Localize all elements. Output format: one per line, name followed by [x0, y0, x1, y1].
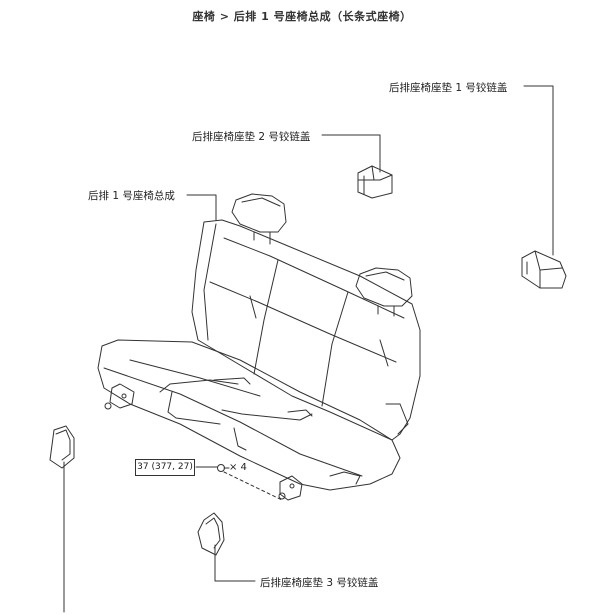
torque-spec-box: 37 (377, 27): [135, 459, 195, 476]
label-seat-assembly: 后排 1 号座椅总成: [88, 190, 175, 202]
seat-bracket-left: [104, 383, 135, 410]
seat-cushion: [97, 339, 401, 491]
hinge-cover-1-part: [521, 250, 567, 289]
bolt: [217, 464, 230, 472]
seat-back: [191, 219, 421, 441]
breadcrumb: 座椅 > 后排 1 号座椅总成（长条式座椅）: [192, 10, 412, 23]
bolt-quantity: × 4: [229, 462, 247, 473]
label-hinge-cover-3: 后排座椅座垫 3 号铰链盖: [260, 577, 379, 589]
label-hinge-cover-2: 后排座椅座垫 2 号铰链盖: [192, 131, 311, 143]
label-hinge-cover-1: 后排座椅座垫 1 号铰链盖: [389, 82, 508, 94]
hinge-cover-left-part: [49, 425, 75, 469]
headrest-right: [355, 267, 413, 317]
hinge-cover-2-part: [357, 165, 393, 199]
hinge-cover-3-part: [197, 512, 225, 556]
headrest-left: [231, 193, 287, 245]
leader-lines: [63, 85, 554, 613]
seat-bracket-right: [278, 475, 303, 501]
